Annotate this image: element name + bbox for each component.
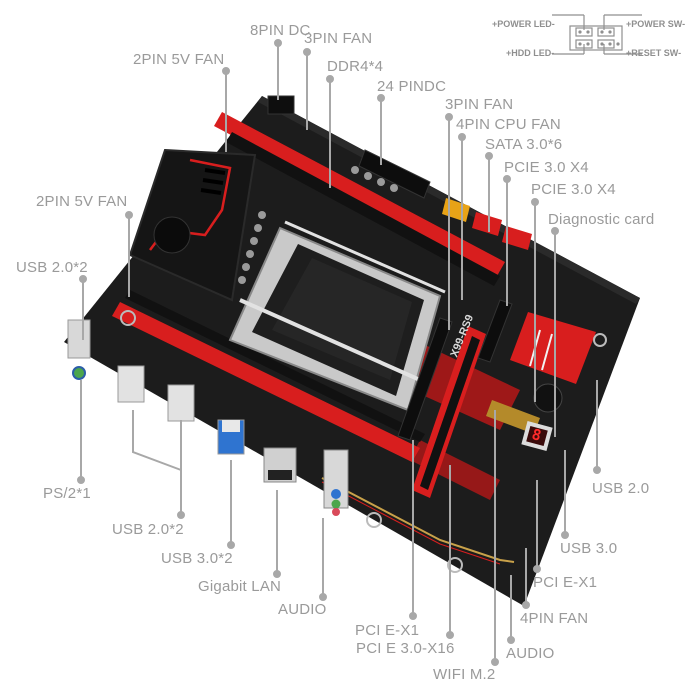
24pin-connector <box>358 149 431 199</box>
vrm-heatsink <box>128 148 257 302</box>
label-3pin-fan-top: 3PIN FAN <box>304 30 373 47</box>
label-4pin-cpu-fan: 4PIN CPU FAN <box>456 116 561 133</box>
label-usb30-header: USB 3.0 <box>560 540 618 557</box>
pcie-x16-slot <box>412 326 486 498</box>
label-8pin-dc: 8PIN DC <box>250 22 311 39</box>
diagnostic-display <box>521 421 553 451</box>
reset-sw-label: +RESET SW- <box>626 48 682 58</box>
label-pcie-x16: PCI E 3.0-X16 <box>356 640 455 657</box>
label-audio-rear: AUDIO <box>278 601 327 618</box>
hdd-led-label: +HDD LED- <box>506 48 555 58</box>
label-pcie-x1-right: PCI E-X1 <box>533 574 598 591</box>
power-sw-label: +POWER SW- <box>626 19 686 29</box>
label-ddr4: DDR4*4 <box>327 58 384 75</box>
label-ps2: PS/2*1 <box>43 485 91 502</box>
label-pcie-x4-a: PCIE 3.0 X4 <box>504 159 589 176</box>
label-audio-front: AUDIO <box>506 645 555 662</box>
usb20-port-a <box>117 365 145 403</box>
label-pcie-x1-left: PCI E-X1 <box>355 622 420 639</box>
label-3pin-fan-right: 3PIN FAN <box>445 96 514 113</box>
label-2pin-5v-fan-top: 2PIN 5V FAN <box>133 51 225 68</box>
label-usb30x2: USB 3.0*2 <box>161 550 233 567</box>
front-panel-pin-icon <box>552 14 642 55</box>
usb20-port-b <box>167 384 195 422</box>
cpu-socket <box>228 220 446 412</box>
ddr4-slots <box>112 112 505 462</box>
label-sata: SATA 3.0*6 <box>485 136 563 153</box>
label-diagnostic-card: Diagnostic card <box>548 211 655 228</box>
label-usb20x2-top: USB 2.0*2 <box>16 259 88 276</box>
label-pcie-x4-b: PCIE 3.0 X4 <box>531 181 616 198</box>
label-usb20-header: USB 2.0 <box>592 480 650 497</box>
label-wifi-m2: WIFI M.2 <box>433 666 496 683</box>
label-2pin-5v-fan-left: 2PIN 5V FAN <box>36 193 128 210</box>
capacitors <box>238 166 398 284</box>
label-4pin-fan: 4PIN FAN <box>520 610 589 627</box>
label-usb20x2-bottom: USB 2.0*2 <box>112 521 184 538</box>
8pin-connector <box>267 95 295 115</box>
power-led-label: +POWER LED- <box>492 19 555 29</box>
ps2-port <box>72 366 86 380</box>
rear-io <box>67 319 349 516</box>
label-24pin-dc: 24 PINDC <box>377 78 447 95</box>
label-gigabit-lan: Gigabit LAN <box>198 578 282 595</box>
front-panel-header-diagram: +POWER LED- +POWER SW- +HDD LED- +RESET … <box>490 8 700 60</box>
